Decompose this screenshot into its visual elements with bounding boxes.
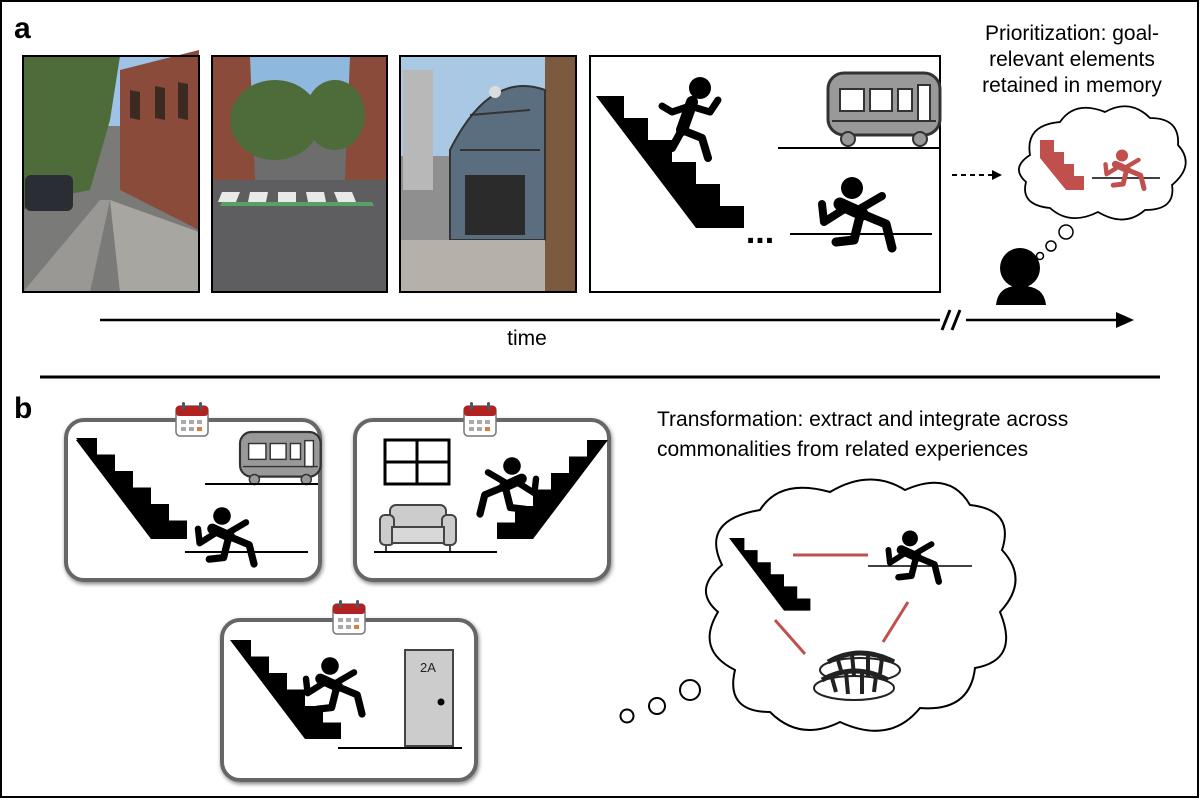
time-arrowhead <box>1116 312 1134 328</box>
axis-break-icon <box>940 309 962 331</box>
memory-card-subway <box>64 401 322 582</box>
street-photo-2 <box>211 55 388 293</box>
ellipsis: ... <box>746 213 774 251</box>
subway-entrance-photo <box>399 55 577 293</box>
prioritization-caption-line2: relevant elements <box>989 48 1155 71</box>
transformation-caption-line2: commonalities from related experiences <box>657 438 1028 461</box>
stairs-fall-event-panel: ... <box>589 55 942 293</box>
prioritization-caption-line3: retained in memory <box>982 74 1162 97</box>
calendar-icon <box>332 599 366 635</box>
integration-thought-cloud <box>619 478 1017 732</box>
time-axis-label: time <box>507 327 547 350</box>
street-photo-1 <box>22 50 200 293</box>
prioritization-caption-line1: Prioritization: goal- <box>985 22 1159 45</box>
panel-b-letter: b <box>14 392 32 425</box>
calendar-icon <box>175 401 209 437</box>
sofa-icon <box>379 504 457 551</box>
window-icon <box>383 438 451 486</box>
link-line <box>773 619 807 655</box>
panel-a: ... Prioritization: goal- relevant eleme… <box>14 12 1187 350</box>
memory-card-home <box>353 401 611 582</box>
red-stairs-icon <box>1040 140 1084 190</box>
door-icon: 2A <box>404 649 454 747</box>
person-silhouette-icon <box>996 248 1046 305</box>
panel-a-letter: a <box>14 12 31 45</box>
panel-b: b <box>14 392 1068 782</box>
memory-thought-cloud <box>1018 105 1187 261</box>
running-person-icon <box>652 77 722 162</box>
memory-card-apartment: 2A <box>220 599 478 782</box>
door-label: 2A <box>420 660 436 675</box>
calendar-icon <box>463 401 497 437</box>
link-line <box>881 601 910 643</box>
transformation-caption-line1: Transformation: extract and integrate ac… <box>657 408 1068 431</box>
train-icon <box>826 71 942 148</box>
